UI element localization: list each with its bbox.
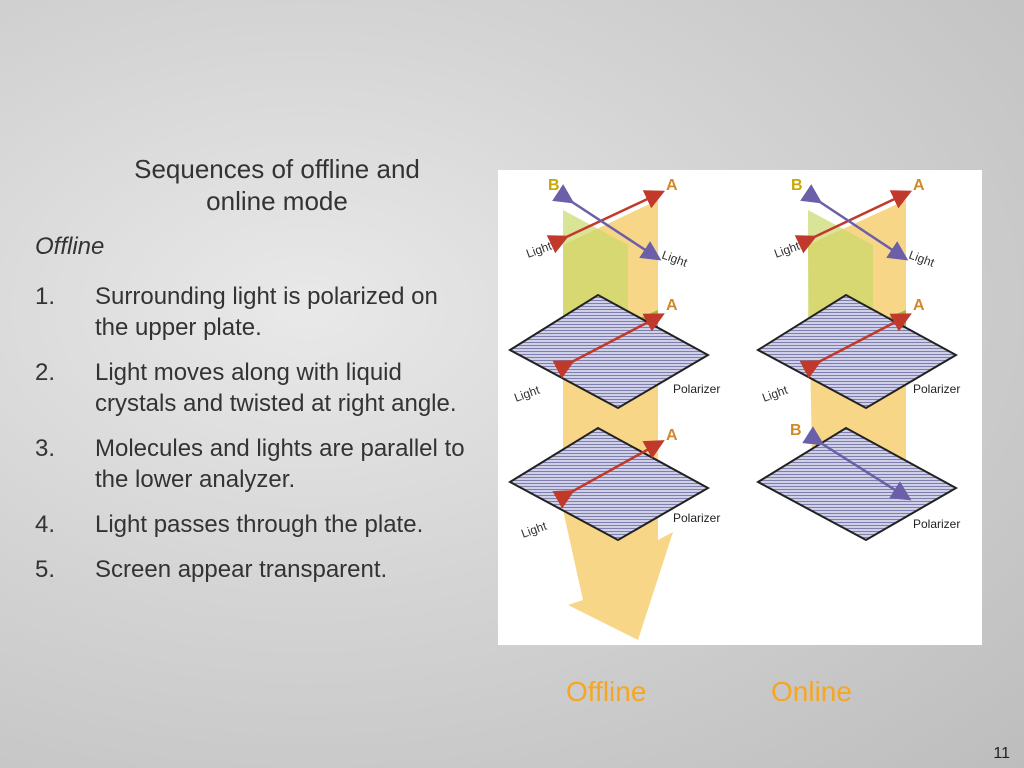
- section-label-offline: Offline: [35, 233, 105, 260]
- label-b: B: [548, 177, 560, 194]
- label-light: Light: [760, 383, 790, 405]
- list-item: 2. Light moves along with liquid crystal…: [35, 357, 475, 419]
- label-light: Light: [519, 519, 549, 541]
- label-a: A: [913, 177, 925, 194]
- step-number: 5.: [35, 556, 56, 583]
- label-a: A: [913, 297, 925, 314]
- online-diagram: B A A B Light Light Light Polarizer Pola…: [755, 177, 960, 542]
- label-polarizer: Polarizer: [673, 511, 720, 525]
- step-text: Light moves along with liquid crystals a…: [95, 359, 457, 417]
- step-number: 3.: [35, 435, 56, 462]
- caption-online: Online: [771, 676, 852, 707]
- light-arrow-a-mid: [552, 313, 665, 379]
- light-arrow-a-mid: [799, 313, 912, 379]
- label-a: A: [666, 177, 678, 194]
- label-light: Light: [907, 248, 937, 270]
- steps-list: 1. Surrounding light is polarized on the…: [35, 281, 475, 599]
- step-text: Screen appear transparent.: [95, 556, 388, 583]
- offline-diagram: B A A A Light Light Light Light Polarize…: [507, 177, 720, 640]
- label-b: B: [791, 177, 803, 194]
- list-item: 3. Molecules and lights are parallel to …: [35, 433, 475, 495]
- step-number: 2.: [35, 359, 56, 386]
- page-number: 11: [993, 745, 1010, 762]
- label-b: B: [790, 422, 802, 439]
- caption-offline: Offline: [566, 676, 647, 707]
- lcd-polarization-diagram: B A A A Light Light Light Light Polarize…: [498, 170, 982, 645]
- label-polarizer: Polarizer: [673, 382, 720, 396]
- light-arrow-b-low: [802, 426, 912, 501]
- light-arrow-a-low: [552, 440, 665, 509]
- label-polarizer: Polarizer: [913, 382, 960, 396]
- step-text: Light passes through the plate.: [95, 511, 424, 538]
- step-number: 1.: [35, 283, 56, 310]
- step-text: Molecules and lights are parallel to the…: [95, 435, 465, 493]
- slide-title: Sequences of offline and online mode: [134, 154, 420, 216]
- light-arrow-b-top: [552, 184, 662, 261]
- list-item: 4. Light passes through the plate.: [35, 509, 475, 540]
- list-item: 1. Surrounding light is polarized on the…: [35, 281, 475, 343]
- list-item: 5. Screen appear transparent.: [35, 554, 475, 585]
- label-a: A: [666, 297, 678, 314]
- label-light: Light: [512, 383, 542, 405]
- light-arrow-b-top: [800, 184, 909, 261]
- label-polarizer: Polarizer: [913, 517, 960, 531]
- label-light: Light: [772, 239, 802, 261]
- label-light: Light: [660, 248, 690, 270]
- label-a: A: [666, 427, 678, 444]
- step-number: 4.: [35, 511, 56, 538]
- label-light: Light: [524, 239, 554, 261]
- step-text: Surrounding light is polarized on the up…: [95, 283, 438, 341]
